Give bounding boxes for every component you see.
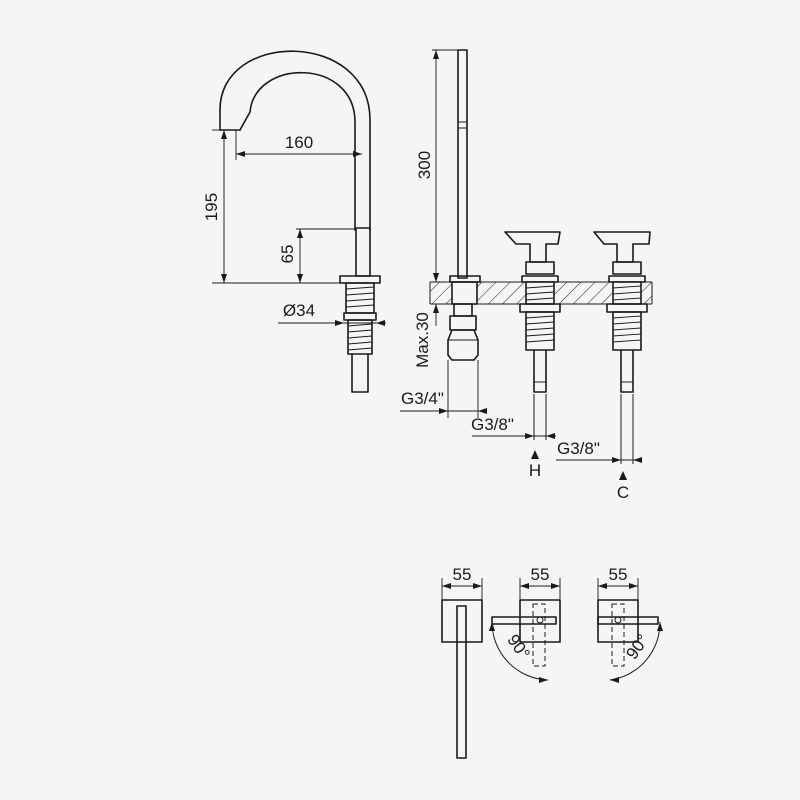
label-rotation-hot: 90°: [503, 631, 533, 663]
dimension-max-30: Max.30: [413, 273, 439, 368]
label-g38-hot: G3/8": [471, 415, 514, 434]
label-195: 195: [202, 193, 221, 221]
label-g38-cold: G3/8": [557, 439, 600, 458]
dimension-g38-hot: G3/8": [471, 415, 556, 439]
label-65: 65: [278, 245, 297, 264]
hot-valve-plan-view: 90° 55: [489, 565, 561, 683]
dimension-195: 195: [202, 129, 340, 284]
deck-section-view: [429, 49, 653, 464]
dimension-65: 65: [278, 228, 356, 283]
dimension-diameter-34: Ø34: [278, 301, 386, 326]
label-160: 160: [285, 133, 313, 152]
spout-plan-view: 55: [441, 565, 483, 759]
dimension-160: 160: [235, 130, 362, 160]
label-diameter-34: Ø34: [283, 301, 315, 320]
label-plan-55-2: 55: [531, 565, 550, 584]
label-hot: H: [529, 461, 541, 480]
spout-side-view: [219, 50, 381, 393]
hot-valve: [504, 231, 561, 440]
label-max-30: Max.30: [413, 312, 432, 368]
label-g34: G3/4": [401, 389, 444, 408]
label-plan-55-3: 55: [609, 565, 628, 584]
cold-inlet-marker: C: [617, 471, 629, 502]
dimension-300: 300: [415, 49, 458, 282]
cold-valve-plan-view: 90° 55: [597, 565, 663, 683]
label-plan-55-1: 55: [453, 565, 472, 584]
dimension-g34: G3/4": [400, 360, 487, 418]
dimension-g38-cold: G3/8": [556, 439, 642, 463]
hot-inlet-marker: H: [529, 450, 541, 480]
label-300: 300: [415, 151, 434, 179]
label-cold: C: [617, 483, 629, 502]
cold-valve: [593, 231, 651, 464]
straight-spout: [447, 49, 481, 361]
